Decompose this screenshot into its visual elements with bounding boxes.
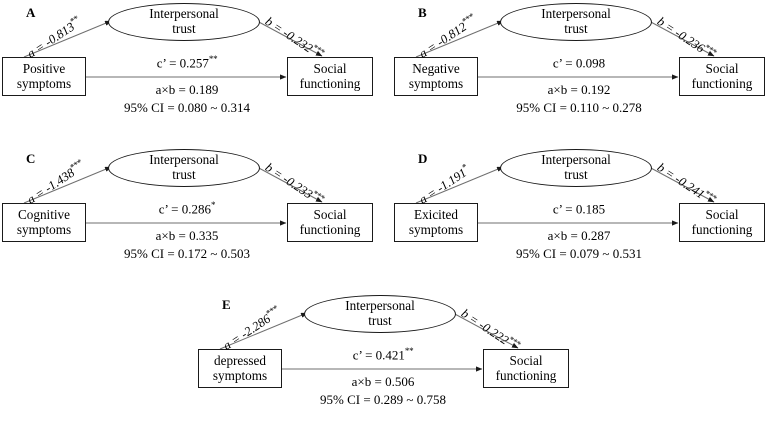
mediator-label-line1: Interpersonal — [149, 6, 219, 22]
path-arrows — [23, 166, 323, 226]
mediator-label-line1: Interpersonal — [345, 298, 415, 314]
mediator-label-line2: trust — [564, 167, 588, 182]
panel-letter: D — [418, 151, 428, 166]
predictor-label-line2: symptoms — [16, 221, 72, 237]
mediator-label-line2: trust — [564, 21, 588, 36]
predictor-label-line1: Positive — [22, 60, 66, 76]
panel-letter: C — [26, 151, 36, 166]
path-a-arrow — [23, 20, 112, 58]
predictor-label-line2: symptoms — [408, 75, 464, 91]
predictor-label-line2: symptoms — [408, 221, 464, 237]
path-b-arrow — [256, 166, 323, 203]
path-a-arrow — [415, 20, 504, 58]
path-arrows — [23, 20, 323, 80]
predictor-label-line1: depressed — [214, 352, 266, 368]
mediator-label-line2: trust — [172, 21, 196, 36]
outcome-label-line1: Social — [313, 60, 347, 76]
mediator-label-line1: Interpersonal — [149, 152, 219, 168]
mediator-label-line2: trust — [172, 167, 196, 182]
path-b-arrow — [256, 20, 323, 57]
path-a-arrow — [23, 166, 112, 204]
mediator-label-line1: Interpersonal — [541, 6, 611, 22]
predictor-label-line2: symptoms — [212, 367, 268, 383]
path-b-arrow — [648, 20, 715, 57]
predictor-label-line1: Exicited — [414, 206, 458, 222]
outcome-label-line2: functioning — [691, 221, 753, 237]
path-b-arrow — [452, 312, 519, 349]
path-arrows — [219, 312, 519, 372]
predictor-label-line1: Negative — [412, 60, 460, 76]
outcome-label-line2: functioning — [691, 75, 753, 91]
outcome-label-line2: functioning — [299, 75, 361, 91]
panel-letter: A — [26, 5, 36, 20]
outcome-label-line1: Social — [313, 206, 347, 222]
predictor-label-line1: Cognitive — [17, 206, 71, 222]
outcome-label-line1: Social — [705, 206, 739, 222]
path-arrows — [415, 166, 715, 226]
outcome-label-line2: functioning — [495, 367, 557, 383]
outcome-label-line1: Social — [509, 352, 543, 368]
panel-letter: E — [222, 297, 231, 312]
predictor-label-line2: symptoms — [16, 75, 72, 91]
mediator-label-line2: trust — [368, 313, 392, 328]
path-b-arrow — [648, 166, 715, 203]
mediator-label-line1: Interpersonal — [541, 152, 611, 168]
path-a-arrow — [219, 312, 308, 350]
path-a-arrow — [415, 166, 504, 204]
panel-letter: B — [418, 5, 427, 20]
outcome-label-line1: Social — [705, 60, 739, 76]
path-arrows — [415, 20, 715, 80]
outcome-label-line2: functioning — [299, 221, 361, 237]
